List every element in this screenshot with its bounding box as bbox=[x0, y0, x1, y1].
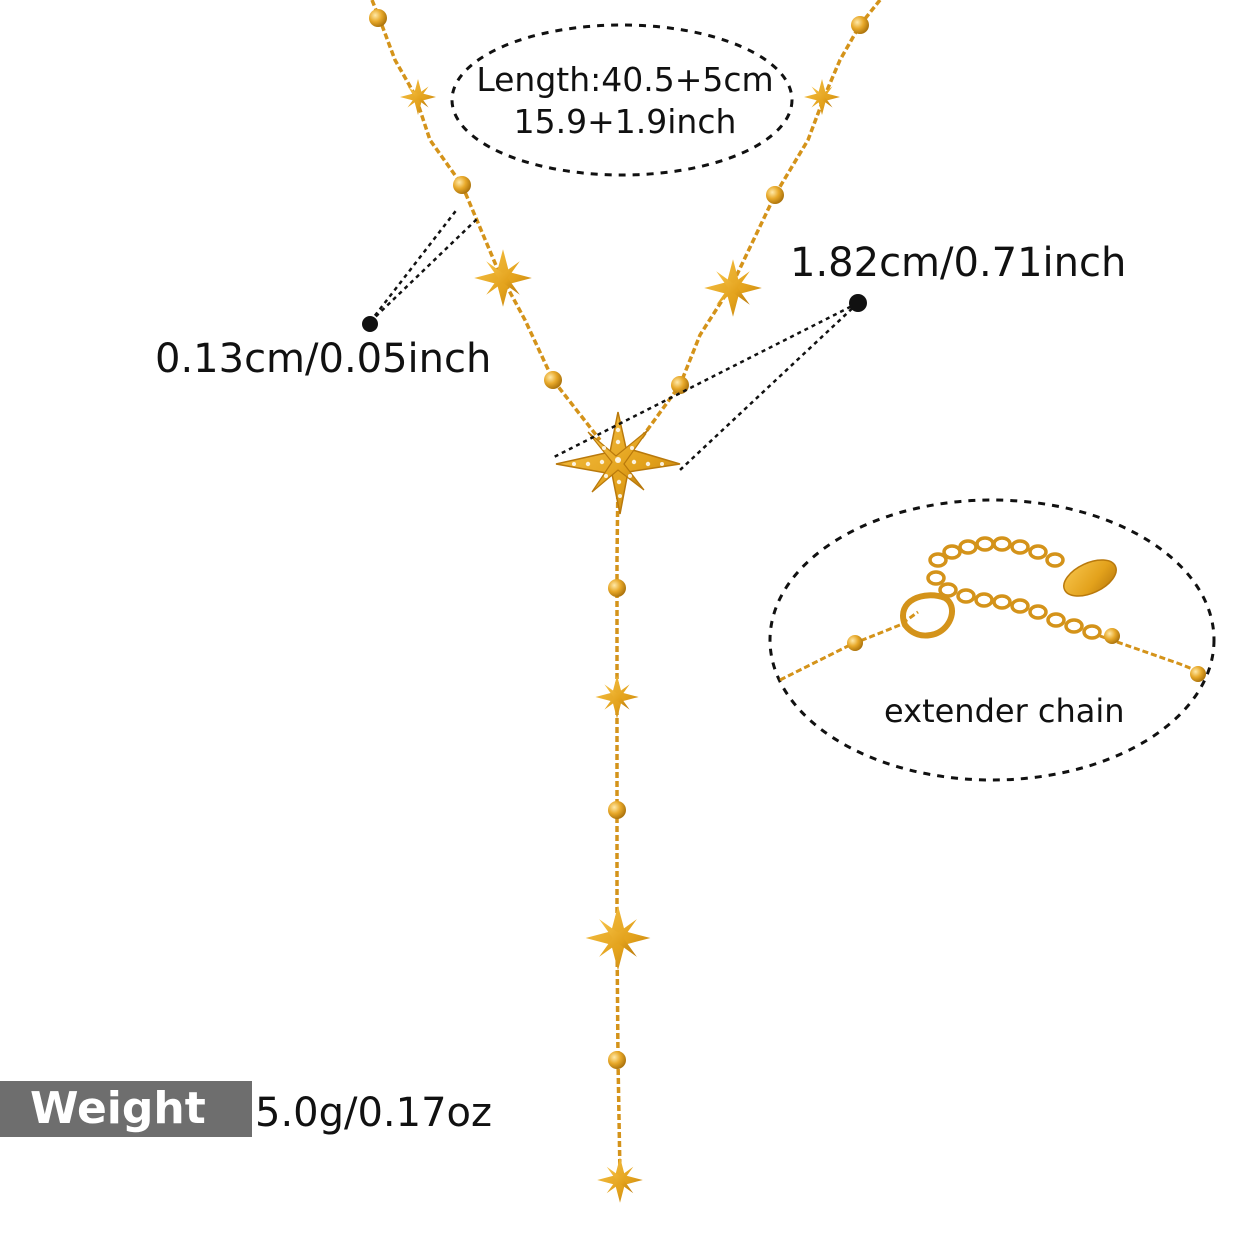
length-callout-ellipse bbox=[450, 23, 794, 177]
length-inch-label: 15.9+1.9inch bbox=[513, 102, 737, 141]
chain-stars bbox=[400, 79, 840, 1203]
star-size-pointer bbox=[551, 294, 867, 471]
bead-size-pointer bbox=[362, 207, 479, 332]
length-cm-label: Length:40.5+5cm bbox=[476, 60, 774, 99]
main-star-pendant bbox=[555, 411, 681, 515]
necklace-chain bbox=[370, 0, 882, 1176]
weight-tag: Weight bbox=[0, 1081, 252, 1137]
extender-chain-detail bbox=[779, 536, 1206, 682]
extender-callout-ellipse bbox=[768, 498, 1216, 782]
weight-value: 5.0g/0.17oz bbox=[255, 1090, 493, 1136]
extender-chain-label: extender chain bbox=[884, 692, 1125, 730]
bead-size-label: 0.13cm/0.05inch bbox=[155, 336, 492, 382]
star-size-label: 1.82cm/0.71inch bbox=[790, 240, 1127, 286]
chain-beads bbox=[369, 9, 869, 1069]
